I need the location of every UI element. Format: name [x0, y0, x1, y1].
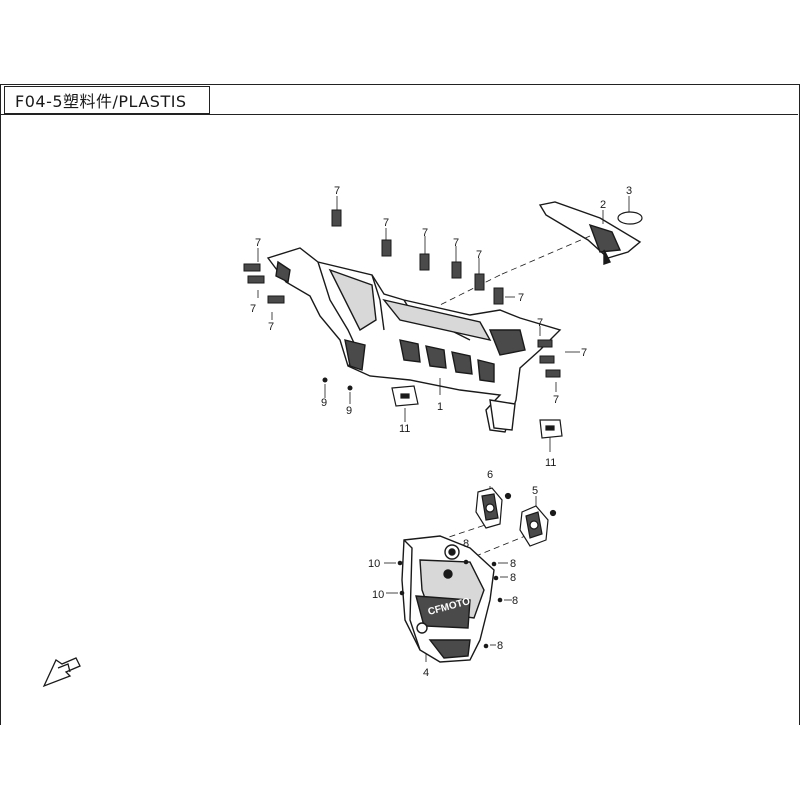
clip-7-f: [493, 287, 504, 305]
leader-lines: [257, 196, 630, 662]
clip-7-a: [331, 209, 342, 227]
callout-7j: 7: [537, 317, 543, 329]
callout-7g: 7: [255, 237, 261, 249]
callout-7f: 7: [518, 292, 524, 304]
callout-7a: 7: [334, 185, 340, 197]
callout-9a: 9: [321, 397, 327, 409]
callout-8e: 8: [497, 640, 503, 652]
callout-4: 4: [423, 667, 429, 679]
callout-11a: 11: [399, 423, 410, 435]
page-title-text: F04-5塑料件/PLASTIS: [15, 92, 187, 111]
part-3-oval-label: [617, 211, 643, 225]
title-divider: [0, 114, 798, 115]
callout-labels: 1 2 3 4 5 6 7 7 7 7 7 7 7 7 7 7 7 7 8 8 …: [250, 185, 632, 679]
part-11-rubber-pads: [391, 385, 563, 439]
callout-11b: 11: [545, 457, 556, 469]
clip-7-d: [451, 261, 462, 279]
callout-6: 6: [487, 469, 493, 481]
clip-7-c: [419, 253, 430, 271]
part-6-bracket: [475, 487, 512, 529]
part-7-clips: [243, 209, 561, 378]
clip-7-g: [243, 263, 261, 272]
callout-7k: 7: [581, 347, 587, 359]
part-9-screws: [322, 377, 353, 391]
callout-3: 3: [626, 185, 632, 197]
callout-2: 2: [600, 199, 606, 211]
page-title: F04-5塑料件/PLASTIS: [4, 86, 210, 114]
part-1-main-body: [266, 247, 562, 433]
clip-7-h: [247, 275, 265, 284]
callout-5: 5: [532, 485, 538, 497]
callout-7i: 7: [268, 321, 274, 333]
clip-7-i: [267, 295, 285, 304]
callout-9b: 9: [346, 405, 352, 417]
part-4-side-cover: [401, 535, 495, 663]
clip-7-e: [474, 273, 485, 291]
part-2-tail-piece: [538, 201, 642, 265]
callout-7b: 7: [383, 217, 389, 229]
callout-7l: 7: [553, 394, 559, 406]
callout-8d: 8: [512, 595, 518, 607]
front-direction-arrow-icon: [42, 657, 81, 688]
callout-7d: 7: [453, 237, 459, 249]
part-5-bracket: [519, 505, 557, 547]
callout-8a: 8: [510, 558, 516, 570]
clip-7-k: [539, 355, 555, 364]
part-8-screws: [463, 559, 503, 649]
clip-7-b: [381, 239, 392, 257]
clip-7-j: [537, 339, 553, 348]
callout-10b: 10: [372, 589, 384, 601]
callout-7e: 7: [476, 249, 482, 261]
callout-7h: 7: [250, 303, 256, 315]
callout-8c: 8: [510, 572, 516, 584]
part-10-screws: [397, 560, 405, 596]
callout-7c: 7: [422, 227, 428, 239]
callout-8b: 8: [463, 538, 469, 550]
clip-7-l: [545, 369, 561, 378]
callout-1: 1: [437, 401, 443, 413]
callout-10a: 10: [368, 558, 380, 570]
